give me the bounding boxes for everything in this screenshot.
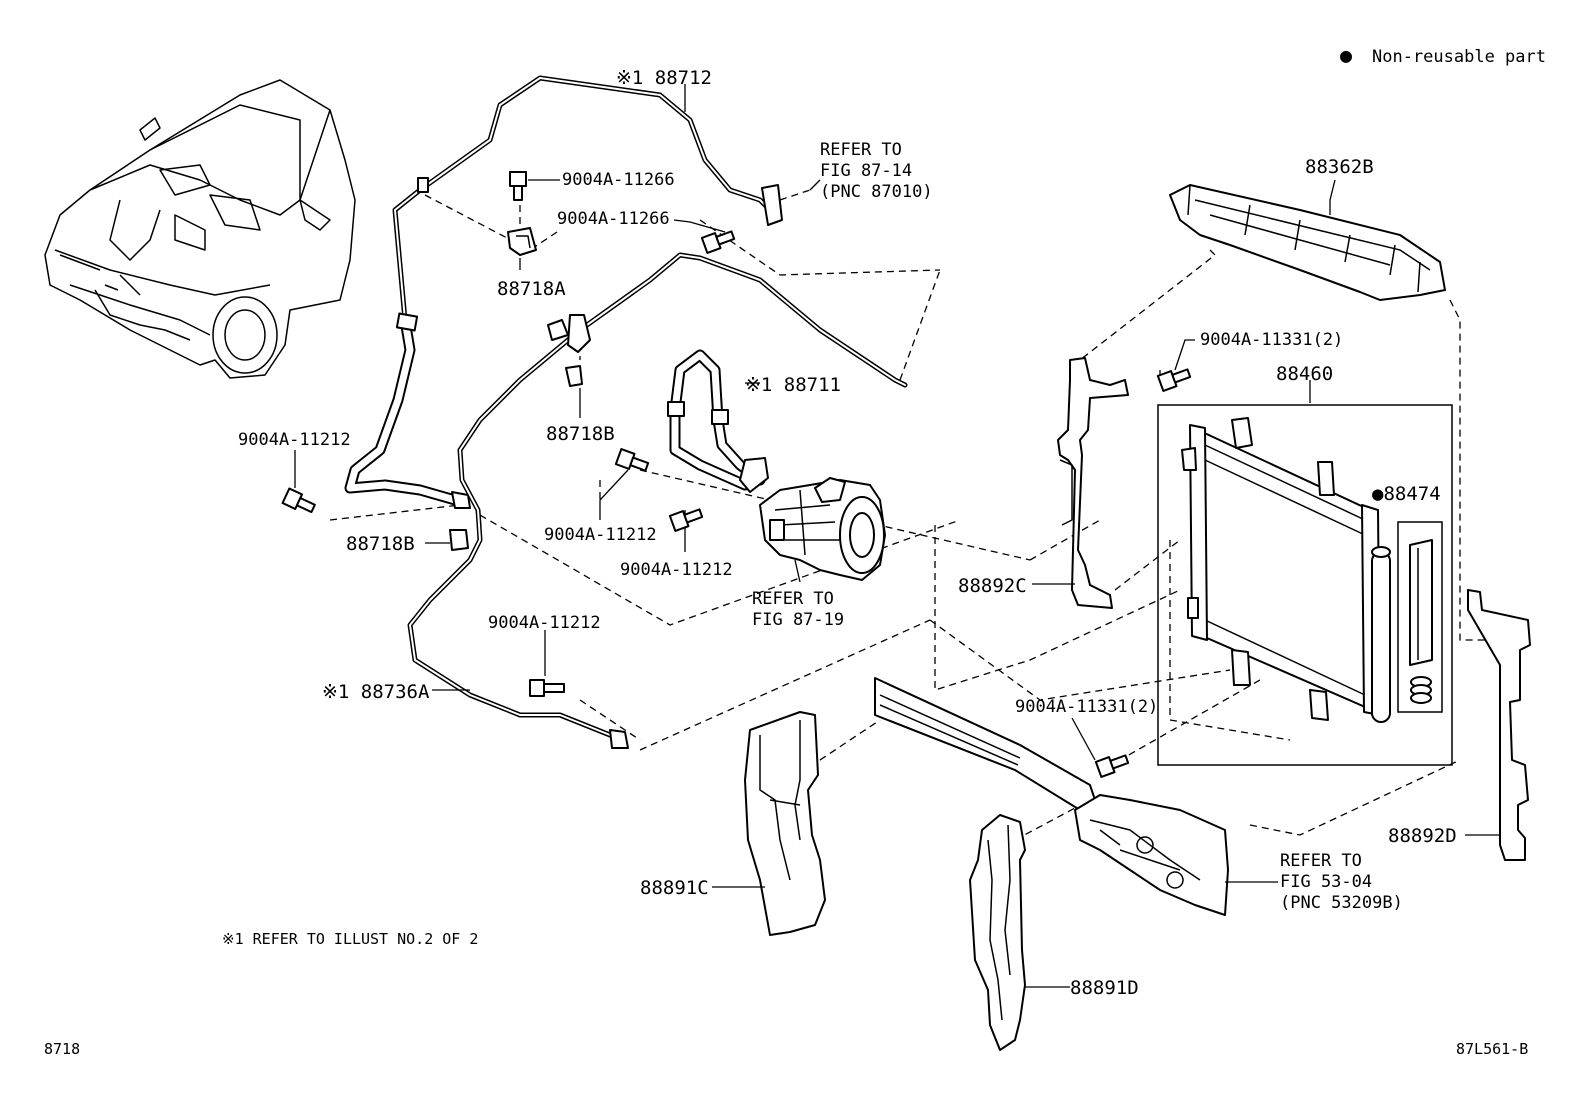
clamp-parts — [449, 227, 583, 551]
bolt-11212-mid-b — [668, 508, 704, 532]
seal-88892D — [1467, 589, 1531, 861]
label-bolt-11331-top: 9004A-11331(2) — [1200, 330, 1343, 350]
label-bolt-11266-b: 9004A-11266 — [557, 209, 670, 229]
bolt-11212-low — [529, 679, 565, 697]
support-member — [874, 677, 1229, 916]
legend: ● Non-reusable part — [1340, 43, 1546, 67]
label-88718A: 88718A — [497, 278, 566, 300]
pipe-88712 — [344, 75, 783, 509]
label-88460: 88460 — [1276, 363, 1333, 385]
seal-88362B — [1169, 184, 1446, 301]
label-bolt-11212-left: 9004A-11212 — [238, 430, 351, 450]
label-88362B: 88362B — [1305, 156, 1374, 178]
ref-53-04-line2: FIG 53-04 — [1280, 872, 1372, 892]
hose-88711 — [667, 349, 769, 493]
condenser-88460 — [1157, 404, 1453, 766]
legend-text: Non-reusable part — [1372, 47, 1546, 67]
footnote: ※1 REFER TO ILLUST NO.2 OF 2 — [222, 930, 478, 948]
bolt-11212-mid-a — [614, 448, 650, 472]
ref-87-14-line3: (PNC 87010) — [820, 182, 933, 202]
ref-53-04-line1: REFER TO — [1280, 851, 1362, 871]
label-88892C: 88892C — [958, 575, 1027, 597]
label-88891D: 88891D — [1070, 977, 1139, 999]
seal-88892C — [1057, 357, 1129, 609]
ref-87-19-line2: FIG 87-19 — [752, 610, 844, 630]
label-88711: ※1 88711 — [745, 374, 841, 396]
vehicle-illustration — [44, 79, 356, 379]
bolt-11266-right — [700, 230, 736, 254]
ref-87-14-line1: REFER TO — [820, 140, 902, 160]
label-bolt-11331-bottom: 9004A-11331(2) — [1015, 697, 1158, 717]
ref-87-19-line1: REFER TO — [752, 589, 834, 609]
label-88891C: 88891C — [640, 877, 709, 899]
label-88474: ●88474 — [1372, 483, 1441, 505]
label-88718B-upper: 88718B — [546, 423, 615, 445]
label-bolt-11212-mid-b: 9004A-11212 — [620, 560, 733, 580]
duct-88891C — [744, 711, 826, 936]
desiccant-88474 — [1397, 521, 1443, 713]
bolt-11266-top — [509, 171, 527, 201]
label-bolt-11266-a: 9004A-11266 — [562, 170, 675, 190]
label-88712: ※1 88712 — [616, 67, 712, 89]
pipe-88736A — [407, 252, 908, 749]
ref-53-04-line3: (PNC 53209B) — [1280, 893, 1403, 913]
legend-symbol: ● — [1340, 43, 1352, 67]
corner-code-right: 87L561-B — [1456, 1040, 1528, 1058]
corner-code-left: 8718 — [44, 1040, 80, 1058]
label-88736A: ※1 88736A — [322, 681, 430, 703]
label-88718B-lower: 88718B — [346, 533, 415, 555]
bolt-11331-bottom — [1094, 754, 1130, 778]
reference-labels: REFER TO FIG 87-14 (PNC 87010) REFER TO … — [752, 140, 1403, 913]
compressor-illustration — [759, 477, 886, 581]
bolt-11212-left — [281, 487, 316, 514]
label-bolt-11212-mid-a: 9004A-11212 — [544, 525, 657, 545]
bolts — [281, 171, 1192, 778]
leader-lines — [294, 84, 1500, 988]
bolt-11331-top — [1156, 368, 1192, 392]
part-labels: ※1 88712 9004A-11266 9004A-11266 88718A … — [238, 67, 1457, 999]
ref-87-14-line2: FIG 87-14 — [820, 161, 912, 181]
duct-88891D — [969, 814, 1026, 1051]
label-88892D: 88892D — [1388, 825, 1457, 847]
label-bolt-11212-low: 9004A-11212 — [488, 613, 601, 633]
